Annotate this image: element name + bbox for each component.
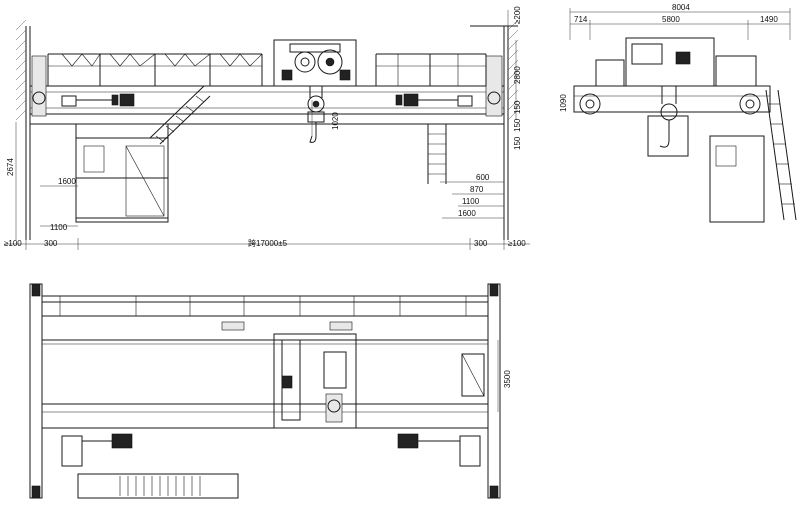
dim-1090: 1090 [559, 94, 568, 112]
dim-2674: 2674 [6, 158, 15, 176]
front-dimensions: ≥100 300 跨17000±5 300 ≥100 1600 1100 600… [4, 6, 530, 250]
plan-end-carriages [29, 283, 501, 499]
dim-1600-left: 1600 [58, 177, 76, 186]
dim-span: 跨17000±5 [248, 239, 288, 248]
side-view: 8004 714 5800 1490 1090 [559, 3, 797, 223]
plan-top-rail-walkway [42, 295, 488, 316]
plan-dimension: 3500 [497, 340, 512, 412]
side-end-carriage [573, 85, 771, 115]
cabin-stair [149, 85, 211, 145]
right-railing [375, 53, 487, 86]
plan-trolley [273, 333, 357, 429]
plan-cabin-platform [77, 473, 239, 499]
side-cabin-and-stair [647, 89, 797, 223]
dim-600: 600 [476, 173, 490, 182]
dim-1020: 1020 [331, 112, 340, 130]
trolley [273, 39, 357, 87]
plan-cross-travel-drives [61, 433, 481, 467]
left-wall [15, 19, 31, 240]
maintenance-ladder [427, 124, 447, 184]
plan-girders [41, 315, 489, 429]
dim-870: 870 [470, 185, 484, 194]
front-elevation-view: ≥100 300 跨17000±5 300 ≥100 1600 1100 600… [4, 6, 530, 250]
operator-cabin [75, 124, 169, 223]
left-railing [47, 53, 263, 86]
dim-150-a: 150 [513, 100, 522, 114]
plan-side-hatch [461, 353, 485, 397]
dim-end-left: 300 [44, 239, 58, 248]
hook-block [307, 86, 325, 143]
dim-3500: 3500 [503, 370, 512, 388]
dim-1100-right: 1100 [462, 197, 480, 206]
dim-clear-top: ≥200 [513, 6, 522, 24]
dim-end-right: 300 [474, 239, 488, 248]
dim-clear-left: ≥100 [4, 239, 22, 248]
right-wall [470, 19, 519, 240]
right-travel-drive [395, 93, 473, 107]
dim-8004: 8004 [672, 3, 690, 12]
dim-714: 714 [574, 15, 588, 24]
dim-1100-left: 1100 [50, 223, 68, 232]
dim-150-c: 150 [513, 136, 522, 150]
dim-1490: 1490 [760, 15, 778, 24]
side-trolley [595, 37, 757, 148]
dim-5800: 5800 [662, 15, 680, 24]
dim-1600-right: 1600 [458, 209, 476, 218]
main-girder [29, 55, 505, 125]
dim-2800: 2800 [513, 66, 522, 84]
dim-150-b: 150 [513, 118, 522, 132]
dim-clear-right: ≥100 [508, 239, 526, 248]
plan-view: 3500 [29, 283, 512, 499]
left-travel-drive [61, 93, 135, 107]
